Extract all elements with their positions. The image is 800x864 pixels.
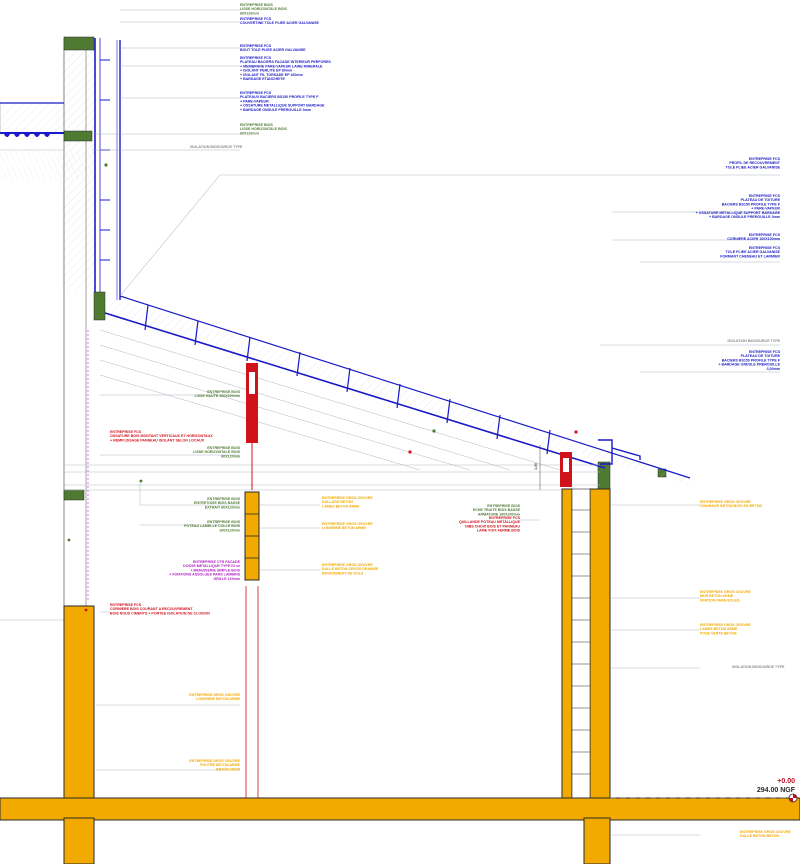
sloped-roof <box>99 174 691 486</box>
steel-column-left <box>245 363 259 800</box>
height-dimension: 1,00 <box>534 445 541 490</box>
marker-dots <box>67 163 578 612</box>
level-symbol-icon <box>788 793 798 803</box>
annotation-a31: ISOLATION BIOSOURCE TYPE <box>732 665 785 669</box>
concrete-wall-right <box>561 488 611 802</box>
level-value: +0.00 <box>777 778 795 785</box>
level-marker: +0.00 294.00 NGF <box>757 778 798 803</box>
upper-left-roof-slab <box>0 102 65 137</box>
ground-slab <box>0 797 800 864</box>
steel-column-right <box>560 452 572 487</box>
timber-blocks <box>63 36 667 501</box>
left-wall-insulation <box>0 40 96 290</box>
svg-text:1,00: 1,00 <box>534 463 538 470</box>
concrete-stub-left <box>244 491 260 581</box>
concrete-wall-left <box>63 605 95 801</box>
interior-reference-lines <box>0 149 600 621</box>
annotation-a12: ISOLATION BIOSOURCE TYPE <box>728 339 781 343</box>
leader-lines <box>92 9 780 836</box>
level-ngf: 294.00 NGF <box>757 787 796 794</box>
annotation-a7: ISOLATION BIOSOURCE TYPE <box>190 145 243 149</box>
